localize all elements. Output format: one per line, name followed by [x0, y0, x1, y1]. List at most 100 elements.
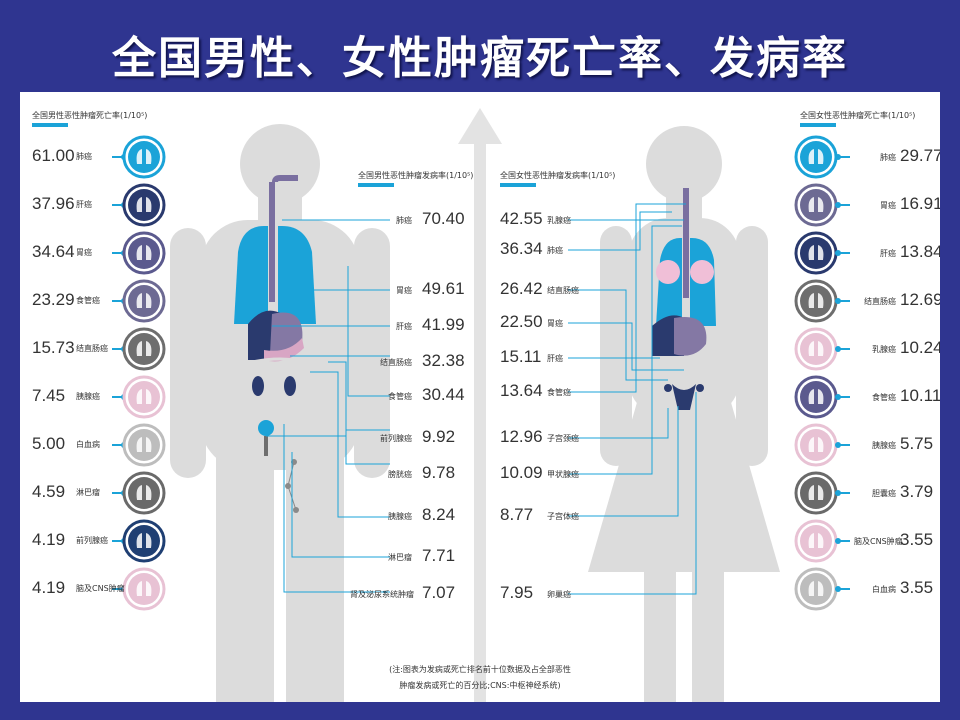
male-incidence-value: 7.71: [422, 546, 456, 565]
female-incidence-value: 22.50: [500, 312, 543, 331]
male-incidence-cancer-name: 结直肠癌: [380, 358, 412, 367]
icon-connector-dot: [835, 202, 841, 208]
male-mortality-cancer-name: 脑及CNS肿瘤: [76, 584, 125, 593]
female-mortality-value: 10.11: [900, 386, 940, 405]
male-incidence-value: 30.44: [422, 385, 465, 404]
female-incidence-cancer-name: 胃癌: [547, 319, 563, 328]
male-incidence-value: 70.40: [422, 209, 465, 228]
female-incidence-value: 15.11: [500, 347, 542, 366]
female-mortality-cancer-name: 食管癌: [872, 393, 896, 402]
female-incidence-cancer-name: 卵巢癌: [547, 590, 571, 599]
female-mortality-cancer-name: 白血病: [872, 585, 896, 594]
male-mortality-cancer-name: 肺癌: [76, 152, 92, 161]
female-mortality-value: 3.79: [900, 482, 934, 501]
male-incidence-value: 49.61: [422, 279, 465, 298]
male-incidence-value: 8.24: [422, 505, 456, 524]
male-incidence-cancer-name: 膀胱癌: [388, 470, 412, 479]
female-mortality-value: 3.55: [900, 530, 934, 549]
male-mortality-cancer-name: 结直肠癌: [76, 344, 108, 353]
female-incidence-cancer-name: 乳腺癌: [547, 216, 571, 225]
male-mortality-cancer-name: 白血病: [76, 440, 100, 449]
male-mortality-value: 4.19: [32, 530, 66, 549]
breast-icon: [794, 327, 838, 371]
male-incidence-value: 7.07: [422, 583, 456, 602]
female-incidence-cancer-name: 子宫体癌: [547, 512, 579, 521]
male-mortality-value: 23.29: [32, 290, 75, 309]
colorectum-icon: [794, 279, 838, 323]
icon-connector-dot: [835, 538, 841, 544]
female-incidence-cancer-name: 子宫颈癌: [547, 434, 579, 443]
female-mortality-cancer-name: 胰腺癌: [872, 441, 896, 450]
gallbladder-icon: [794, 471, 838, 515]
male-incidence-cancer-name: 胰腺癌: [388, 512, 412, 521]
infographic-artwork: [112, 108, 850, 702]
footnote-line-1: (注:图表为发病或死亡排名前十位数据及占全部恶性: [389, 665, 571, 674]
pancreas-icon: [794, 423, 838, 467]
female-mortality-value: 29.77: [900, 146, 940, 165]
central-arrow: [458, 108, 502, 702]
liver-icon: [794, 231, 838, 275]
female-incidence-value: 26.42: [500, 279, 543, 298]
male-mortality-value: 61.00: [32, 146, 75, 165]
male-incidence-value: 9.78: [422, 463, 456, 482]
female-mortality-cancer-name: 胃癌: [880, 201, 896, 210]
stomach-icon: [122, 231, 166, 275]
icon-connector-dot: [835, 490, 841, 496]
male-mortality-heading: 全国男性恶性肿瘤死亡率(1/10⁵): [32, 111, 148, 120]
female-incidence-value: 42.55: [500, 209, 543, 228]
female-incidence-value: 10.09: [500, 463, 543, 482]
male-mortality-heading-bar: [32, 123, 68, 127]
male-mortality-value: 4.59: [32, 482, 66, 501]
female-mortality-cancer-name: 结直肠癌: [864, 297, 896, 306]
male-mortality-value: 4.19: [32, 578, 66, 597]
stomach-icon: [794, 183, 838, 227]
liver-icon: [122, 183, 166, 227]
female-connector-lines: [568, 203, 697, 595]
female-mortality-cancer-name: 肝癌: [880, 249, 896, 258]
male-incidence-heading-bar: [358, 183, 394, 187]
page-title: 全国男性、女性肿瘤死亡率、发病率: [112, 33, 848, 84]
male-mortality-cancer-name: 肝癌: [76, 200, 92, 209]
male-organs: [234, 175, 316, 513]
esophagus-icon: [122, 279, 166, 323]
blood-cell-icon: [122, 423, 166, 467]
icon-connector-dot: [835, 250, 841, 256]
esophagus-icon: [794, 375, 838, 419]
male-incidence-value: 9.92: [422, 427, 456, 446]
female-mortality-cancer-name: 脑及CNS肿瘤: [854, 537, 903, 546]
lung-icon: [122, 135, 166, 179]
male-mortality-value: 5.00: [32, 434, 66, 453]
female-mortality-heading-bar: [800, 123, 836, 127]
female-incidence-value: 12.96: [500, 427, 543, 446]
male-mortality-value: 15.73: [32, 338, 75, 357]
male-incidence-cancer-name: 淋巴瘤: [388, 553, 412, 562]
female-organs: [652, 188, 716, 410]
icon-connector-dot: [835, 154, 841, 160]
female-incidence-value: 8.77: [500, 505, 534, 524]
male-mortality-cancer-name: 胃癌: [76, 248, 92, 257]
female-incidence-cancer-name: 肺癌: [547, 246, 563, 255]
brain-icon: [122, 567, 166, 611]
lung-icon: [794, 135, 838, 179]
icon-connector-dot: [835, 586, 841, 592]
blood-cell-icon: [794, 567, 838, 611]
female-mortality-value: 3.55: [900, 578, 934, 597]
female-mortality-cancer-name: 胆囊癌: [872, 489, 896, 498]
male-incidence-heading: 全国男性恶性肿瘤发病率(1/10⁵): [358, 171, 474, 180]
male-mortality-cancer-name: 前列腺癌: [76, 536, 108, 545]
female-incidence-cancer-name: 结直肠癌: [547, 286, 579, 295]
male-mortality-cancer-name: 淋巴瘤: [76, 488, 100, 497]
icon-connector-dot: [835, 442, 841, 448]
lymph-icon: [122, 471, 166, 515]
male-mortality-value: 34.64: [32, 242, 75, 261]
female-mortality-value: 13.84: [900, 242, 940, 261]
male-mortality-value: 37.96: [32, 194, 75, 213]
female-mortality-value: 5.75: [900, 434, 934, 453]
female-incidence-cancer-name: 甲状腺癌: [547, 470, 579, 479]
female-incidence-cancer-name: 肝癌: [547, 354, 563, 363]
icon-connector-dot: [835, 346, 841, 352]
brain-icon: [794, 519, 838, 563]
male-silhouette: [170, 124, 390, 702]
male-incidence-cancer-name: 前列腺癌: [380, 434, 412, 443]
